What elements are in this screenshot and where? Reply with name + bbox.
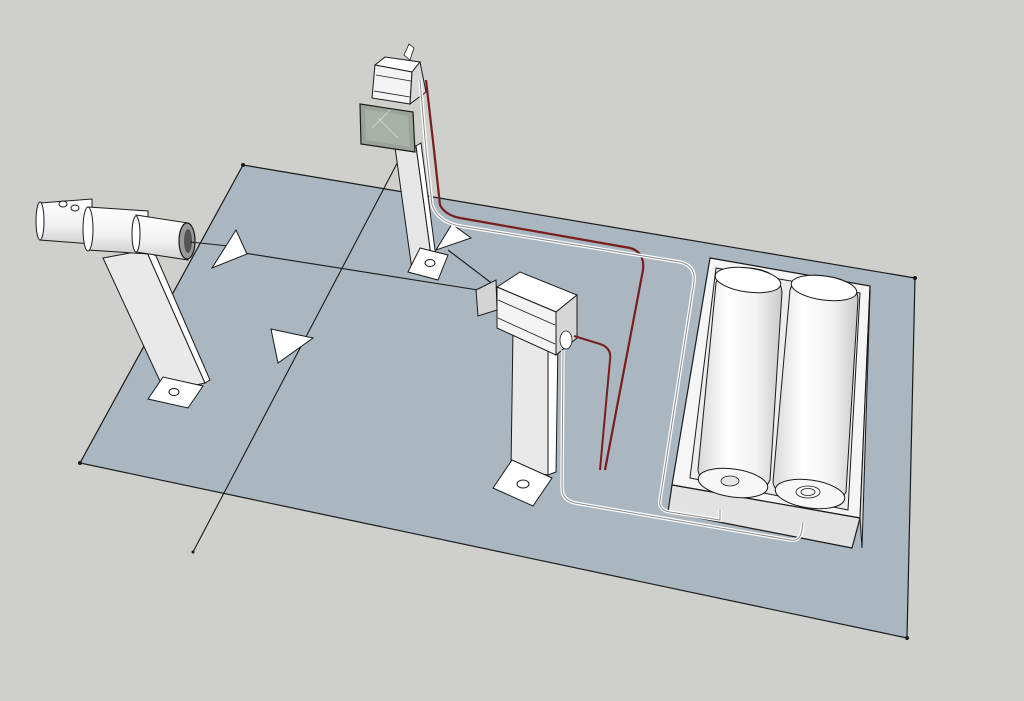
motor-flange-icon [559, 330, 573, 350]
mounting-hole-icon [424, 259, 436, 267]
cable-red [424, 79, 645, 471]
upper-motor [371, 43, 427, 106]
laser-stand [102, 248, 211, 409]
battery-spring-icon [795, 485, 821, 499]
battery-cell-icon [772, 274, 859, 510]
beam-arrow-down-icon [270, 328, 315, 364]
mirror-post [393, 139, 449, 281]
laser-port-icon [58, 200, 68, 208]
battery-cell-icon [697, 266, 783, 499]
mounting-hole-icon [516, 479, 530, 489]
motor-shaft-icon [403, 43, 415, 61]
lower-motor-post [492, 329, 559, 507]
laser-module [35, 198, 196, 261]
beam-arrow-right-icon [210, 228, 248, 270]
laser-port-icon [70, 204, 80, 212]
mirror-panel [359, 103, 416, 153]
cable-red [573, 335, 612, 471]
battery-holder [667, 257, 871, 549]
mounting-hole-icon [168, 388, 180, 396]
battery-terminal-icon [720, 475, 740, 487]
beam-end-point [191, 550, 195, 554]
lower-motor [475, 271, 578, 357]
beam-arrow-mirror-icon [434, 223, 473, 251]
wiring [418, 79, 805, 543]
